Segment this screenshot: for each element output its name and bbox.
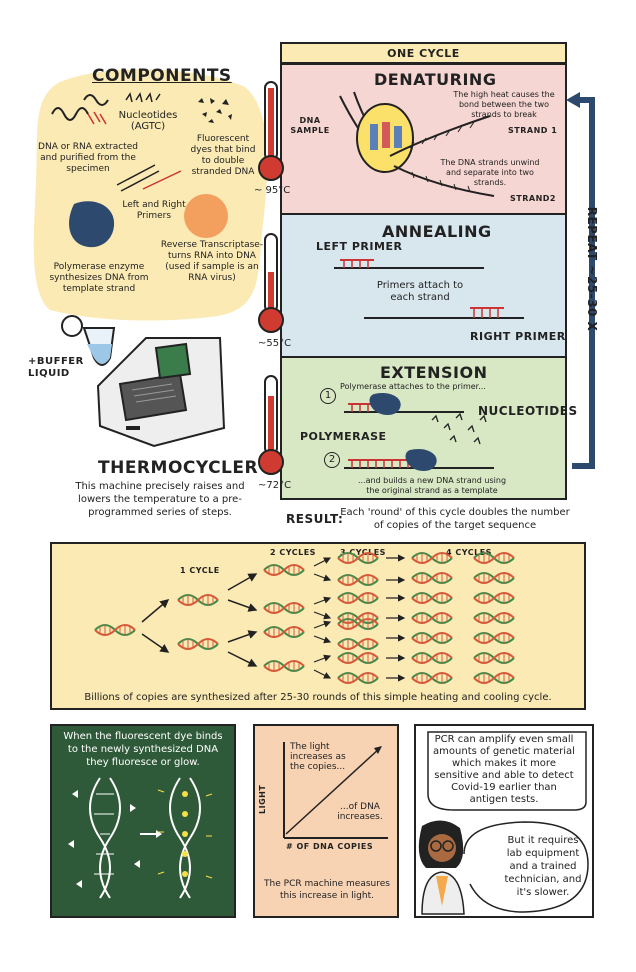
thermometer-hot-icon	[258, 81, 284, 181]
thermocycler-machine-icon	[96, 337, 226, 448]
dyes-label: Fluorescent dyes that bind to double str…	[190, 134, 256, 177]
buffer-label: +BUFFER LIQUID	[28, 356, 84, 379]
cycle-label-1: 1 CYCLE	[180, 566, 220, 575]
amplification-caption: Billions of copies are synthesized after…	[84, 692, 552, 703]
annealing-strands-icon	[334, 259, 524, 319]
graph-top-note: The light increases as the copies...	[290, 742, 346, 772]
extension-title: EXTENSION	[380, 363, 488, 382]
strand2-label: STRAND2	[510, 194, 556, 203]
step2-note: ...and builds a new DNA strand using the…	[357, 476, 507, 495]
tube-icon	[61, 315, 116, 366]
step2-number: 2	[324, 452, 340, 468]
one-cycle-title: ONE CYCLE	[387, 47, 460, 60]
denaturing-panel	[280, 63, 567, 215]
components-blob	[33, 69, 268, 321]
graph-bottom-note: ...of DNA increases.	[337, 802, 383, 822]
components-title: COMPONENTS	[92, 66, 232, 86]
nucleotides-label: Nucleotides (AGTC)	[118, 110, 178, 132]
dye-dots-icon	[198, 98, 232, 123]
extension-temp: ~72°C	[258, 480, 292, 491]
dna-sample-label: DNA SAMPLE	[290, 116, 330, 135]
speech-bubbles	[427, 731, 589, 913]
repeat-arrow-icon	[566, 92, 595, 469]
extension-step2-icon	[344, 448, 494, 471]
result-label: RESULT:	[286, 512, 344, 526]
thermometer-warm-icon	[258, 375, 284, 475]
step1-number: 1	[320, 388, 336, 404]
denaturing-title: DENATURING	[374, 70, 497, 89]
denaturing-heat-note: The high heat causes the bond between th…	[453, 90, 555, 119]
amplification-diagram	[94, 551, 515, 685]
scientist-avatar	[418, 820, 465, 915]
thermocycler-title: THERMOCYCLER	[98, 458, 259, 478]
cycle-label-2: 2 CYCLES	[270, 548, 316, 557]
scientist-bubble-1: PCR can amplify even small amounts of ge…	[433, 734, 575, 805]
graph-x-label: # OF DNA COPIES	[286, 842, 374, 851]
nucleotides-icon	[125, 92, 161, 103]
cycle-label-3: 3 CYCLES	[340, 548, 386, 557]
extension-panel	[280, 356, 567, 500]
denaturing-temp: ~ 95°C	[254, 185, 291, 196]
graph-caption: The PCR machine measures this increase i…	[264, 879, 390, 901]
primers-icon	[116, 164, 182, 192]
fluorescence-text: When the fluorescent dye binds to the ne…	[63, 731, 223, 768]
glowing-dna-icon	[68, 777, 213, 899]
nucleotides-ext-label: NUCLEOTIDES	[478, 404, 578, 418]
scientist-bubble-2: But it requires lab equipment and a trai…	[504, 835, 582, 898]
step1-note: Polymerase attaches to the primer...	[340, 382, 486, 391]
thermocycler-desc: This machine precisely raises and lowers…	[75, 481, 245, 518]
free-nucleotides-icon	[431, 412, 487, 445]
dna-unwinding-icon	[339, 91, 495, 197]
light-graph	[283, 742, 388, 839]
repeat-label: REPEAT ~25-30 x	[585, 206, 599, 332]
right-primer-label: RIGHT PRIMER	[470, 330, 566, 343]
light-graph-panel	[253, 724, 399, 918]
primers-label: Left and Right Primers	[122, 200, 186, 221]
strand1-label: STRAND 1	[508, 126, 558, 135]
unwind-note: The DNA strands unwind and separate into…	[440, 158, 540, 187]
dna-rna-label: DNA or RNA extracted and purified from t…	[38, 142, 138, 174]
result-text: Each 'round' of this cycle doubles the n…	[340, 507, 570, 531]
dna-squiggle-icon	[51, 94, 109, 125]
polymerase-icon	[69, 201, 115, 248]
attach-note: Primers attach to each strand	[376, 280, 464, 303]
extension-step1-icon	[344, 392, 464, 415]
left-primer-label: LEFT PRIMER	[316, 240, 403, 253]
graph-y-label: LIGHT	[258, 784, 267, 814]
polymerase-label: Polymerase enzyme synthesizes DNA from t…	[49, 262, 149, 294]
reverse-transcriptase-icon	[184, 194, 228, 238]
annealing-title: ANNEALING	[382, 222, 492, 241]
cycle-label-4: 4 CYCLES	[446, 548, 492, 557]
polymerase-ext-label: POLYMERASE	[300, 430, 387, 443]
annealing-temp: ~55°C	[258, 338, 292, 349]
annealing-panel	[280, 213, 567, 358]
reverse-label: Reverse Transcriptase- turns RNA into DN…	[160, 240, 264, 283]
thermometer-mid-icon	[258, 233, 284, 333]
